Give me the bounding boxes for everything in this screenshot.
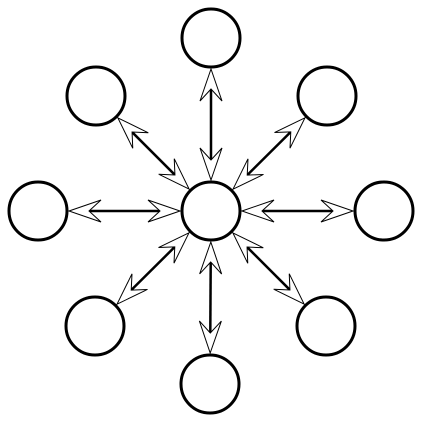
nodes-layer xyxy=(7,7,415,415)
arrowhead-to-center-from-south xyxy=(199,240,223,275)
arrowhead-to-east xyxy=(320,199,355,223)
node-north xyxy=(180,7,242,69)
node-center xyxy=(180,180,242,242)
arrowhead-to-center-from-north xyxy=(199,147,223,182)
arrowhead-to-south-east xyxy=(273,273,306,306)
node-west xyxy=(7,180,69,242)
node-east xyxy=(353,180,415,242)
arrowhead-to-north-west xyxy=(116,116,149,149)
node-south xyxy=(179,353,241,415)
edge-south-west xyxy=(115,231,191,306)
edge-north-west xyxy=(116,116,191,191)
edge-south xyxy=(198,240,223,355)
arrowhead-to-center-from-east xyxy=(240,199,275,223)
node-south-east xyxy=(295,295,357,357)
edge-north xyxy=(199,67,223,182)
arrowhead-to-north xyxy=(199,67,223,102)
arrowhead-to-center-from-north-west xyxy=(158,158,191,191)
edge-line-north-east xyxy=(246,131,292,176)
arrowhead-to-center-from-south-east xyxy=(231,231,264,264)
arrowhead-to-center-from-west xyxy=(147,199,182,223)
node-north-east xyxy=(296,65,358,127)
edge-west xyxy=(67,199,182,223)
edge-north-east xyxy=(231,116,307,191)
edges-layer xyxy=(67,67,355,355)
arrowhead-to-north-east xyxy=(274,116,307,149)
edge-south-east xyxy=(231,231,306,306)
arrowhead-to-west xyxy=(67,199,102,223)
edge-line-south-west xyxy=(130,246,176,291)
arrowhead-to-center-from-north-east xyxy=(231,158,264,191)
arrowhead-to-south xyxy=(198,320,222,355)
arrowhead-to-south-west xyxy=(115,273,148,306)
arrowhead-to-center-from-south-west xyxy=(158,231,191,264)
edge-line-south-east xyxy=(246,246,291,291)
edge-line-north-west xyxy=(131,131,176,176)
node-north-west xyxy=(65,65,127,127)
edge-east xyxy=(240,199,355,223)
node-south-west xyxy=(64,295,126,357)
